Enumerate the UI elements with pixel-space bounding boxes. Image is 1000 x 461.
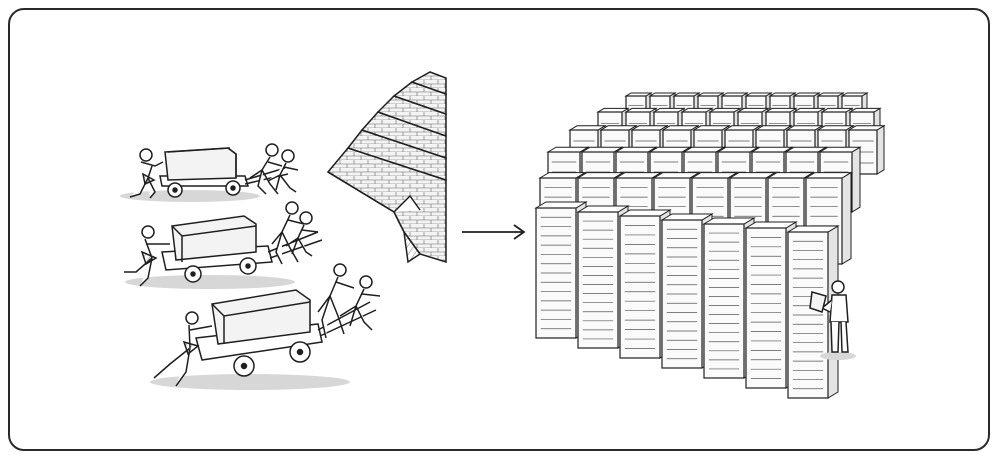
worker-pull-1b (267, 149, 299, 193)
worker-pull-1a (249, 143, 283, 195)
worker-pull-3b (339, 275, 381, 331)
worker-push-2 (124, 225, 170, 287)
worker-push-1 (129, 148, 164, 199)
hauling-scene (120, 143, 381, 390)
engineer-with-laptop (809, 280, 856, 360)
server-racks (534, 92, 886, 399)
server-rack (618, 209, 672, 359)
cart-2 (125, 215, 323, 289)
worker-pull-2b (285, 211, 319, 257)
worker-pull-2a (271, 201, 305, 265)
right-arrow-icon (462, 224, 526, 240)
cart-1 (120, 147, 289, 202)
pyramid (326, 71, 447, 264)
laptop-icon (809, 291, 827, 313)
cart-3 (150, 289, 377, 390)
worker-push-3 (153, 311, 213, 387)
worker-pull-3a (317, 263, 355, 339)
